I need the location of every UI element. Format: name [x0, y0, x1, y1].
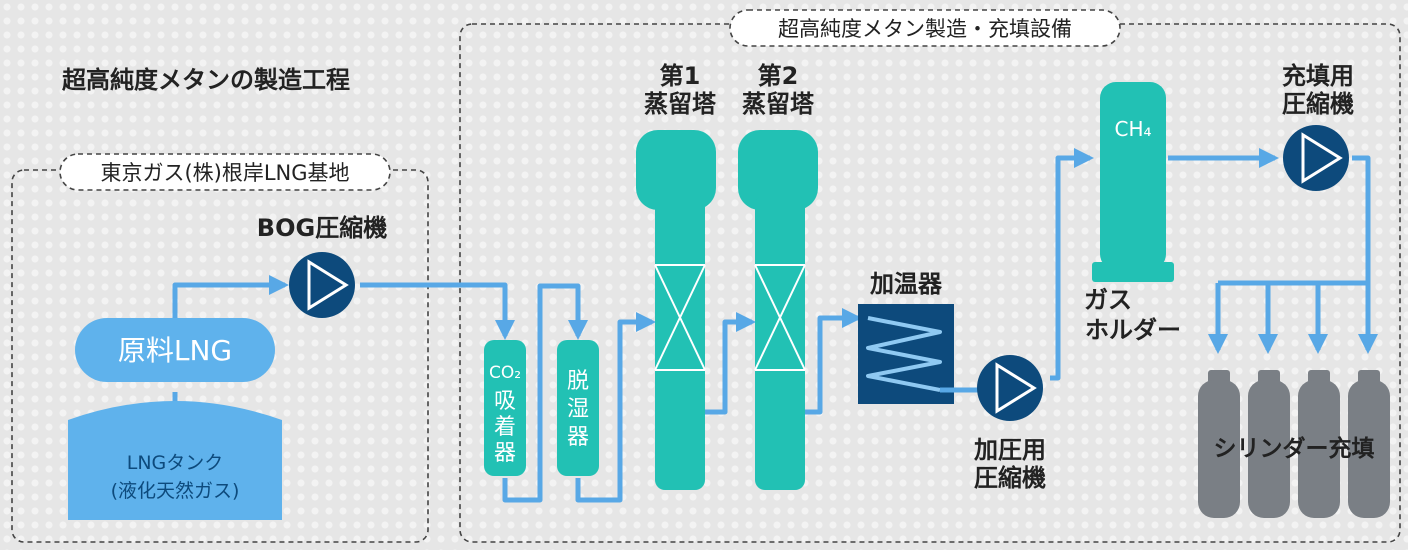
- gas-holder-label-2: ホルダー: [1085, 316, 1181, 344]
- diagram-title: 超高純度メタンの製造工程: [62, 66, 350, 94]
- bog-compressor-label: BOG圧縮機: [257, 214, 387, 242]
- press-comp-label-1: 加圧用: [974, 436, 1046, 464]
- cylinder-2: [1248, 380, 1290, 518]
- cylinder-3: [1298, 380, 1340, 518]
- fill-comp-label-2: 圧縮機: [1282, 90, 1354, 118]
- base-label-pill: [59, 153, 391, 191]
- tank-label-1: LNGタンク: [127, 452, 224, 474]
- cylinder-4: [1348, 380, 1390, 518]
- base-label: 東京ガス(株)根岸LNG基地: [100, 161, 349, 185]
- gas-holder-formula: CH₄: [1114, 117, 1151, 141]
- compressor-arrow-icon: [307, 259, 349, 311]
- facility-label-pill: [729, 9, 1121, 47]
- lng-tank: [68, 401, 282, 520]
- cylinder-filling-label: シリンダー充填: [1214, 435, 1375, 462]
- co2-char-3: 器: [494, 441, 516, 466]
- press-comp-label-2: 圧縮機: [974, 464, 1046, 492]
- column1-packing-icon: [654, 264, 706, 371]
- compressor-arrow-icon: [995, 362, 1037, 414]
- column2-label-2: 蒸留塔: [742, 90, 815, 118]
- column1-label-2: 蒸留塔: [644, 90, 717, 118]
- pressurizing-compressor: [977, 355, 1043, 421]
- tank-label-2: (液化天然ガス): [111, 480, 240, 502]
- cylinders: [1198, 370, 1390, 518]
- co2-adsorber: [484, 340, 526, 476]
- base-region-box: [11, 169, 429, 543]
- dehum-char-3: 器: [567, 425, 589, 450]
- raw-lng-label: 原料LNG: [118, 334, 232, 367]
- pipe-press-to-holder: [1050, 148, 1094, 381]
- compressor-arrow-icon: [1301, 132, 1343, 184]
- column1-body: [655, 195, 705, 490]
- column2-packing-icon: [754, 264, 806, 371]
- co2-char-1: 吸: [494, 389, 516, 414]
- pipe-col1-to-col2: [705, 312, 756, 415]
- column2-body: [755, 195, 805, 490]
- raw-lng-pill: [75, 318, 275, 382]
- gas-holder-base: [1092, 262, 1174, 282]
- pipe-fillcomp-down: [1352, 155, 1378, 354]
- heater-coil-icon: [866, 316, 942, 392]
- column2-top: [738, 130, 818, 210]
- pipes: [172, 148, 1378, 503]
- column2-label-1: 第2: [758, 62, 799, 90]
- dehum-char-1: 脱: [567, 369, 589, 394]
- bog-compressor: [289, 252, 355, 318]
- dehumidifier: [557, 340, 599, 476]
- fill-comp-label-1: 充填用: [1282, 62, 1354, 90]
- pipe-bog-to-co2: [360, 282, 515, 340]
- filling-compressor: [1283, 125, 1349, 191]
- pipe-co2-to-dehum: [502, 283, 588, 503]
- gas-holder: [1100, 82, 1166, 270]
- pipe-lng-to-bog: [172, 275, 289, 326]
- co2-formula: CO₂: [489, 363, 521, 383]
- cylinder-1: [1198, 380, 1240, 518]
- column1-top: [636, 130, 716, 210]
- gas-holder-label-1: ガス: [1084, 286, 1132, 314]
- pipe-dehum-to-col1: [575, 312, 656, 503]
- pipe-col2-to-heater: [805, 308, 862, 415]
- column1-label-1: 第1: [660, 62, 701, 90]
- heater-label: 加温器: [870, 270, 943, 298]
- dehum-char-2: 湿: [567, 397, 589, 422]
- facility-label: 超高純度メタン製造・充填設備: [778, 17, 1072, 41]
- co2-char-2: 着: [494, 415, 516, 440]
